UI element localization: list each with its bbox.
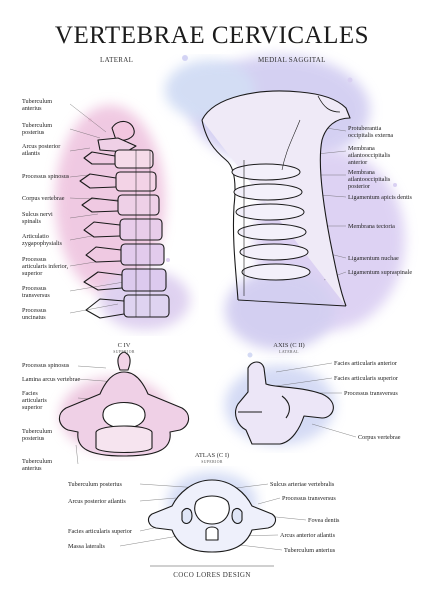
c4-view-caption: SUPERIOR	[113, 350, 135, 354]
label-atlas-sulcus-arteriae: Sulcus arteriae vertebralis	[270, 481, 335, 488]
label-sulcus-nervi-spinalis: Sulcus nervi spinalis	[22, 211, 53, 225]
label-atlas-massa-lateralis: Massa lateralis	[68, 543, 105, 550]
label-articulatio-zygapophysialis: Articulatio zygapophysialis	[22, 233, 62, 247]
label-c4-tuberculum-posterius: Tuberculum posterius	[22, 428, 53, 442]
label-tuberculum-posterius: Tuberculum posterius	[22, 122, 53, 136]
atlas-caption: ATLAS (C I)	[194, 452, 230, 459]
atlas-vertebra-illustration	[147, 479, 277, 553]
label-atlas-tuberculum-anterius: Tuberculum anterius	[284, 547, 336, 554]
label-processus-spinosus: Processus spinosus	[22, 173, 70, 180]
label-arcus-posterior-atlantis: Arcus posterior atlantis	[22, 143, 61, 157]
label-c4-lamina-arcus: Lamina arcus vertebrae	[22, 376, 81, 383]
label-corpus-vertebrae: Corpus vertebrae	[22, 195, 65, 202]
view-caption-lateral: LATERAL	[100, 56, 134, 64]
label-c4-processus-spinosus: Processus spinosus	[22, 362, 70, 369]
label-tuberculum-anterius: Tuberculum anterius	[22, 98, 53, 112]
lateral-spine-illustration	[79, 120, 170, 319]
label-membrana-atlantooccipitalis-anterior: Membrana atlantooccipitalis anterior	[348, 145, 391, 166]
view-caption-medial: MEDIAL SAGGITAL	[258, 56, 326, 64]
label-axis-processus-transversus: Processus transversus	[344, 390, 398, 397]
label-atlas-facies-superior: Facies articularis superior	[68, 528, 132, 535]
label-ligamentum-nuchae: Ligamentum nuchae	[348, 255, 399, 262]
label-atlas-arcus-posterior: Arcus posterior atlantis	[68, 498, 126, 505]
label-protuberantia-occipitalis: Protuberantia occipitalis externa	[348, 125, 394, 139]
label-axis-corpus-vertebrae: Corpus vertebrae	[358, 434, 401, 441]
c4-vertebra-illustration	[58, 351, 190, 457]
label-processus-articularis: Processus articularis inferior, superior	[22, 256, 69, 277]
label-ligamentum-apicis-dentis: Ligamentum apicis dentis	[348, 194, 412, 201]
footer-credit: COCO LORES DESIGN	[173, 571, 251, 579]
label-ligamentum-supraspinale: Ligamentum supraspinale	[348, 269, 413, 276]
label-atlas-processus-transversus: Processus transversus	[282, 495, 336, 502]
axis-vertebra-illustration	[235, 361, 334, 445]
axis-view-caption: LATERAL	[279, 350, 299, 354]
axis-caption: AXIS (C II)	[273, 342, 305, 349]
c4-caption: C IV	[117, 342, 131, 349]
label-axis-facies-superior: Facies articularis superior	[334, 375, 398, 382]
sagittal-neck-illustration	[201, 90, 351, 307]
label-atlas-fovea-dentis: Fovea dentis	[308, 517, 340, 524]
poster-title: VERTEBRAE CERVICALES	[54, 22, 370, 49]
label-membrana-tectoria: Membrana tectoria	[348, 223, 395, 230]
label-c4-tuberculum-anterius: Tuberculum anterius	[22, 458, 53, 472]
label-axis-facies-anterior: Facies articularis anterior	[334, 360, 397, 367]
label-processus-transversus: Processus transversus	[22, 285, 50, 299]
label-c4-facies-articularis: Facies articularis superior	[22, 390, 47, 411]
atlas-view-caption: SUPERIOR	[201, 460, 223, 464]
label-atlas-tuberculum-posterius: Tuberculum posterius	[68, 481, 122, 488]
label-membrana-atlantooccipitalis-posterior: Membrana atlantooccipitalis posterior	[348, 169, 391, 190]
label-atlas-arcus-anterior: Arcus anterior atlantis	[280, 532, 335, 539]
label-processus-uncinatus: Processus uncinatus	[22, 307, 47, 321]
